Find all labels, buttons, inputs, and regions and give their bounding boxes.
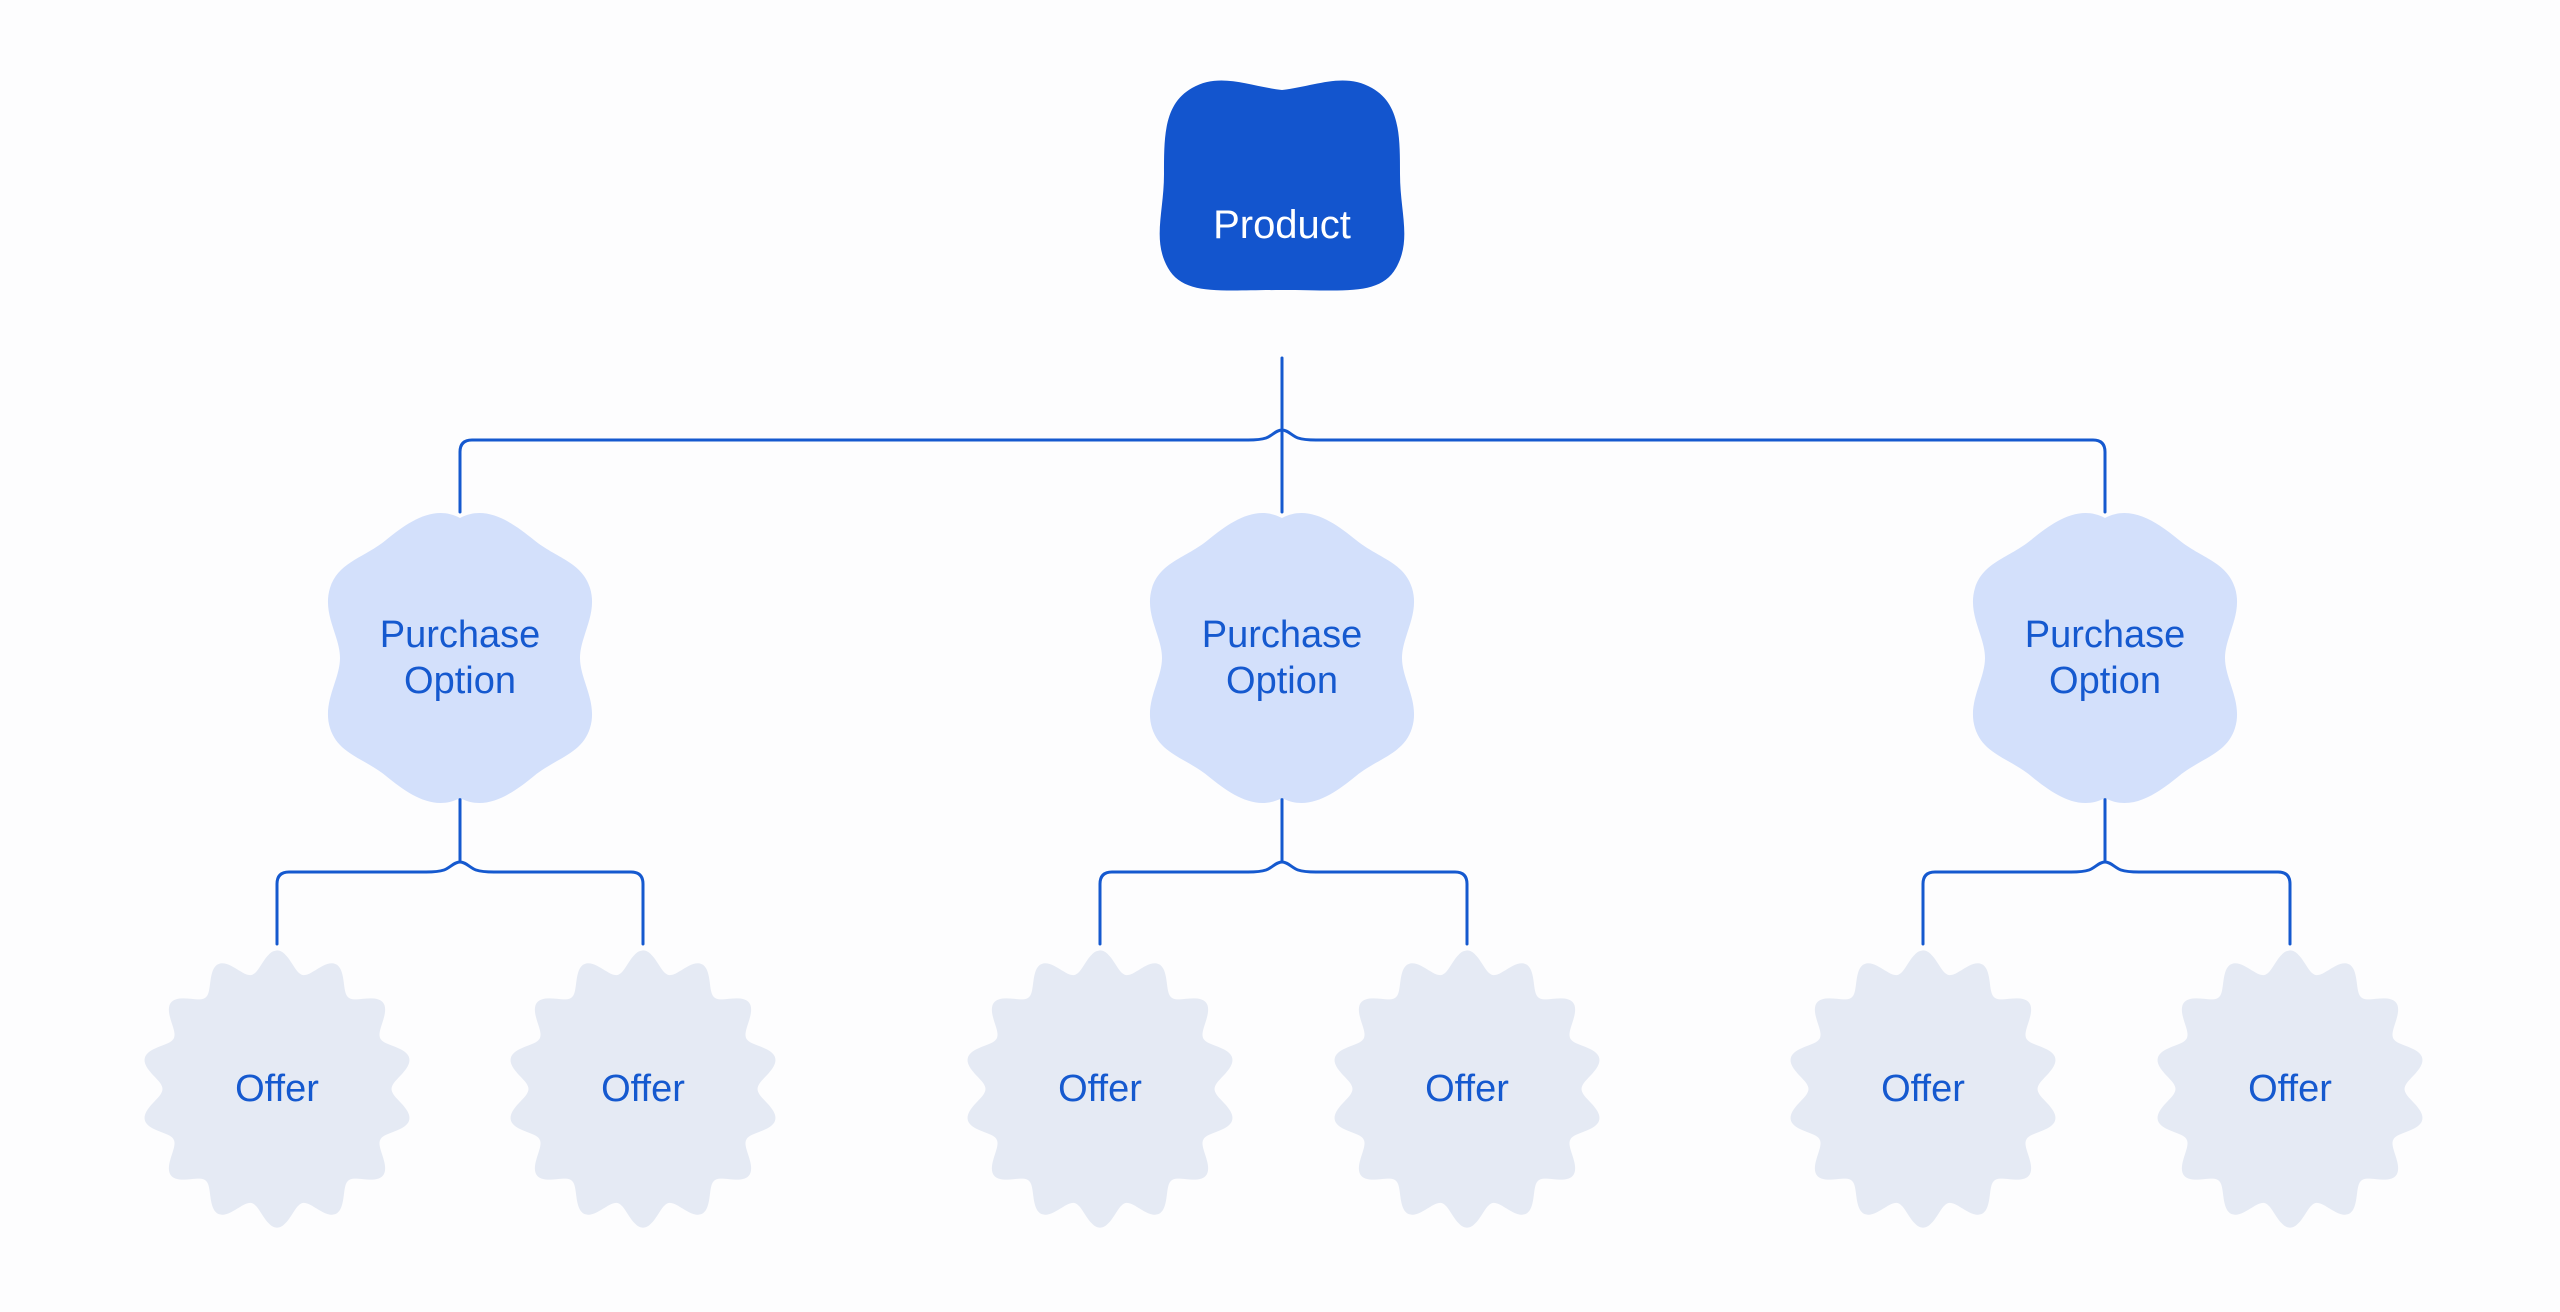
- product-blob-shape[interactable]: [1159, 80, 1405, 291]
- edge-po1-offer1: [275, 860, 462, 946]
- node-offer-5[interactable]: [1790, 950, 2056, 1228]
- offer-shape-layer: [144, 950, 2423, 1228]
- node-offer-3[interactable]: [967, 950, 1233, 1228]
- node-offer-6[interactable]: [2157, 950, 2423, 1228]
- connector-layer: [275, 356, 2292, 946]
- edge-po1-offer2: [458, 860, 645, 946]
- edge-po2-offer4: [1280, 860, 1469, 946]
- node-offer-1[interactable]: [144, 950, 410, 1228]
- offer-scallop-shape[interactable]: [2157, 950, 2423, 1228]
- offer-scallop-shape[interactable]: [144, 950, 410, 1228]
- node-purchase-option-3[interactable]: [1972, 513, 2238, 803]
- purchase-option-blob-shape[interactable]: [327, 513, 593, 803]
- offer-scallop-shape[interactable]: [1334, 950, 1600, 1228]
- edge-po3-offer5: [1921, 860, 2107, 946]
- offer-scallop-shape[interactable]: [510, 950, 776, 1228]
- purchase-option-blob-shape[interactable]: [1149, 513, 1415, 803]
- edge-product-po3: [1280, 428, 2107, 514]
- offer-scallop-shape[interactable]: [967, 950, 1233, 1228]
- node-purchase-option-1[interactable]: [327, 513, 593, 803]
- node-offer-2[interactable]: [510, 950, 776, 1228]
- edge-po2-offer3: [1098, 860, 1284, 946]
- offer-scallop-shape[interactable]: [1790, 950, 2056, 1228]
- purchase-option-blob-shape[interactable]: [1972, 513, 2238, 803]
- edge-po3-offer6: [2103, 860, 2292, 946]
- node-purchase-option-2[interactable]: [1149, 513, 1415, 803]
- node-product[interactable]: [1159, 80, 1405, 291]
- edge-product-po1: [458, 428, 1284, 514]
- node-offer-4[interactable]: [1334, 950, 1600, 1228]
